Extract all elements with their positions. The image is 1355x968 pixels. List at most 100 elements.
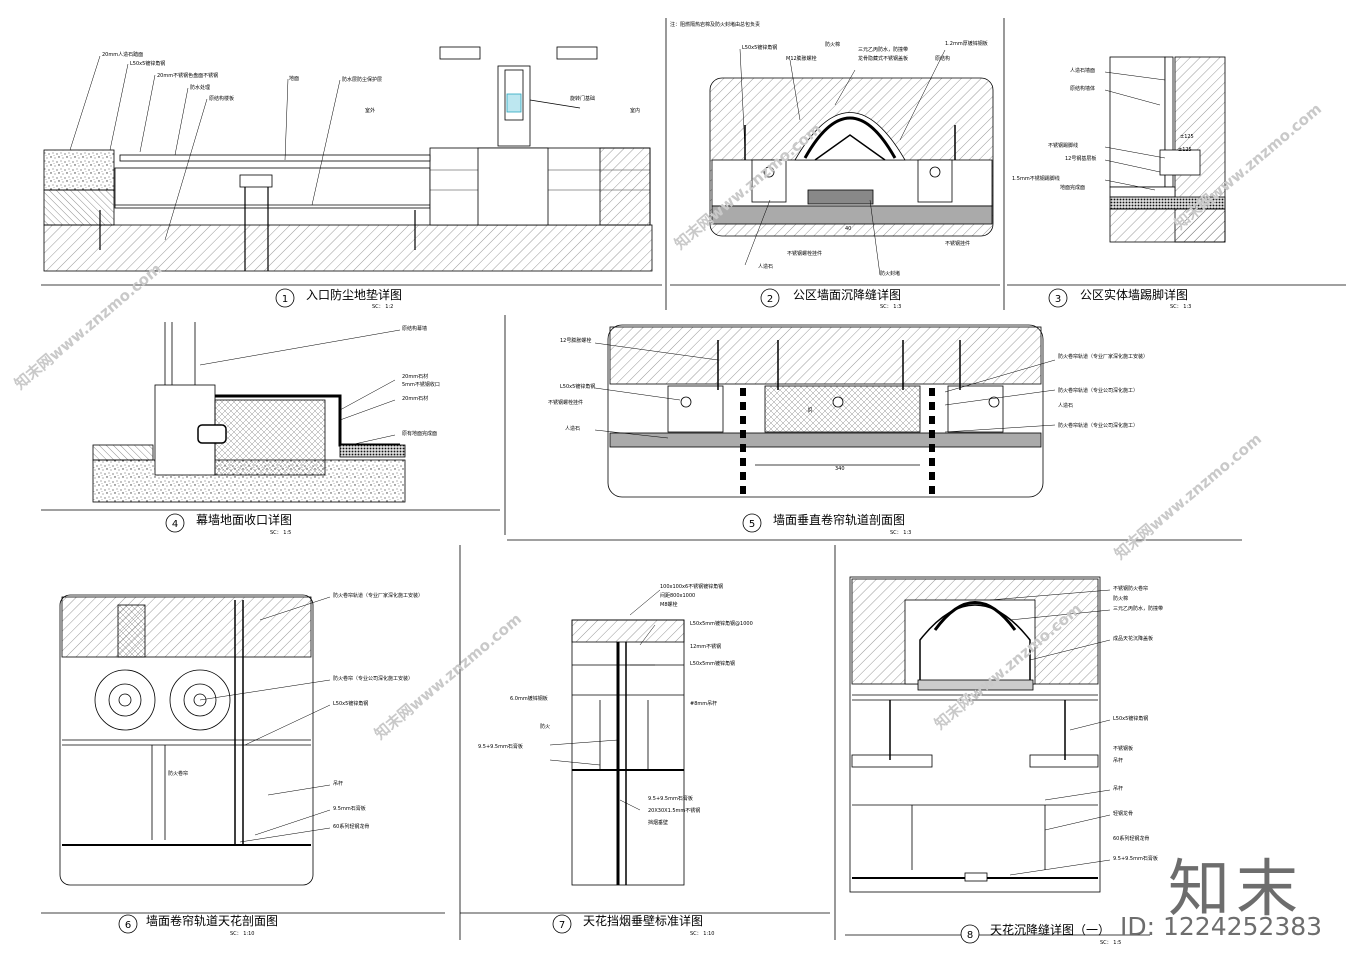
annotation-label: 防水层防尘保护层	[342, 76, 382, 83]
dimension-label: ±125	[1178, 147, 1192, 153]
annotation-label: 地面完成面	[1060, 184, 1085, 191]
annotation-label: 旋转门基础	[570, 95, 595, 102]
detail-3-title: 公区实体墙踢脚详图	[1080, 287, 1188, 302]
detail-2-scale: SC： 1:3	[880, 304, 901, 310]
annotation-label: 防火封堵	[880, 270, 900, 277]
annotation-label: 三元乙丙防水，防撞带	[858, 46, 908, 53]
detail-5-scale: SC： 1:3	[890, 530, 911, 536]
annotation-label: 9.5+9.5mm石膏板	[648, 795, 693, 802]
annotation-label: #8mm吊杆	[690, 700, 717, 707]
brand-logo: 知末	[1168, 852, 1305, 925]
annotation-label: 防火	[540, 723, 550, 730]
annotation-label: 60系列轻钢龙骨	[333, 823, 369, 830]
dimension-labels: 40 340 35 ±125	[808, 147, 1192, 472]
annotation-labels: 20mm人造石踏面 L50x5镀锌角钢 20mm不锈钢色盘面不锈钢 防水处理 原…	[102, 21, 1194, 862]
annotation-label: L50x5镀锌角钢	[130, 60, 165, 67]
annotation-label: 20mm石材	[402, 373, 428, 380]
annotation-label: L50x5镀锌角钢	[333, 700, 368, 707]
detail-8-drawing	[849, 576, 1101, 893]
annotation-label: M12膨胀螺栓	[786, 55, 817, 62]
detail-7-title: 天花挡烟垂壁标准详图	[583, 913, 703, 928]
detail-8-title: 天花沉降缝详图（一）	[990, 922, 1110, 937]
annotation-label: 60系列轻钢龙骨	[1113, 835, 1149, 842]
detail-5-title: 墙面垂直卷帘轨道剖面图	[773, 512, 905, 527]
detail-4-number: 4	[172, 519, 178, 530]
detail-1-number: 1	[282, 294, 288, 305]
dimension-label: 35	[808, 407, 814, 413]
annotation-label: 龙骨隐藏式不锈钢盖板	[858, 55, 908, 62]
annotation-label: 不锈钢防火卷帘	[1113, 585, 1148, 592]
annotation-label: 20mm石材	[402, 395, 428, 402]
annotation-label: 6.0mm镀锌钢板	[510, 695, 548, 702]
annotation-label: 100x100x6不锈钢镀锌角钢	[660, 583, 723, 590]
detail-7-scale: SC： 1:10	[690, 931, 714, 937]
detail-2-number: 2	[767, 294, 773, 305]
detail-1-drawing	[43, 46, 653, 272]
annotation-label: 1.2mm厚镀锌钢板	[945, 40, 988, 47]
annotation-label: 原有地面完成面	[402, 430, 437, 437]
detail-3-scale: SC： 1:3	[1170, 304, 1191, 310]
annotation-label: 室内	[630, 107, 640, 114]
detail-6-number: 6	[125, 920, 131, 931]
dimension-label: 40	[845, 226, 851, 232]
annotation-label: 12mm不锈钢	[690, 643, 721, 650]
annotation-label: 人造石	[758, 263, 773, 270]
caption-texts: 1 入口防尘地垫详图 SC： 1:2 2 公区墙面沉降缝详图 SC： 1:3 3…	[125, 287, 1192, 946]
annotation-label: 防火卷帘	[168, 770, 188, 777]
annotation-label: 吊杆	[1113, 757, 1123, 764]
detail-4-title: 幕墙地面收口详图	[196, 512, 292, 527]
annotation-label: 吊杆	[1113, 785, 1123, 792]
annotation-label: 12号钢基层板	[1065, 155, 1096, 162]
brand-id-label: ID: 1224252383	[1120, 912, 1323, 941]
detail-6-drawing	[59, 594, 314, 886]
annotation-label: 地面	[289, 75, 299, 82]
detail-1-scale: SC： 1:2	[372, 304, 393, 310]
detail-4-scale: SC： 1:5	[270, 530, 291, 536]
annotation-label: 5mm不锈钢收口	[402, 381, 440, 388]
detail-8-number: 8	[967, 930, 973, 941]
annotation-label: M8螺栓	[660, 601, 678, 608]
leader-lines	[69, 48, 1166, 876]
detail-3-number: 3	[1055, 294, 1061, 305]
annotation-label: 不锈钢板	[1113, 745, 1133, 752]
watermark-text: 知末网www.znzmo.com	[11, 260, 165, 393]
annotation-label: 防火棉	[1113, 595, 1128, 602]
panel-frames	[41, 18, 1346, 940]
detail-4-drawing	[92, 322, 406, 503]
detail-5-number: 5	[749, 519, 755, 530]
detail-7-drawing	[571, 619, 685, 886]
detail-8-scale: SC： 1:5	[1100, 940, 1121, 946]
annotation-label: 9.5+9.5mm石膏板	[1113, 855, 1158, 862]
annotation-label: 不锈钢踢脚线	[1048, 142, 1078, 149]
annotation-label: 防火卷帘轨道（专业公司深化施工）	[1058, 422, 1138, 429]
annotation-label: 挡烟垂壁	[648, 819, 668, 826]
caption-circles	[118, 288, 1068, 944]
detail-2-title: 公区墙面沉降缝详图	[793, 287, 901, 302]
detail-5-drawing	[607, 324, 1044, 498]
annotation-label: 不锈钢挂件	[945, 240, 970, 247]
dimension-label: 340	[835, 466, 845, 472]
annotation-label: 不锈钢螺栓挂件	[548, 399, 583, 406]
annotation-label: 人造石	[1058, 402, 1073, 409]
annotation-label: 三元乙丙防水，防撞带	[1113, 605, 1163, 612]
detail-3-drawing	[1109, 56, 1226, 243]
annotation-label: 防火卷帘轨道（专业公司深化施工）	[1058, 387, 1138, 394]
annotation-label: 吊杆	[333, 780, 343, 787]
annotation-label: 12号膨胀螺栓	[560, 337, 591, 344]
annotation-label: L50x5镀锌角钢	[1113, 715, 1148, 722]
annotation-label: 防火卷帘轨道（专业厂家深化施工安装）	[1058, 353, 1148, 360]
annotation-label: 防水处理	[190, 84, 210, 91]
annotation-label: 不锈钢螺栓挂件	[787, 250, 822, 257]
annotation-label: 间距800x1000	[660, 592, 695, 599]
detail-6-scale: SC： 1:10	[230, 931, 254, 937]
annotation-label: 人造石墙面	[1070, 67, 1095, 74]
annotation-label: 原结构	[935, 55, 950, 62]
detail-7-number: 7	[559, 920, 565, 931]
annotation-label: 1.5mm不锈钢踢脚线	[1012, 175, 1060, 182]
annotation-label: 轻钢龙骨	[1113, 810, 1133, 817]
detail-1-title: 入口防尘地垫详图	[306, 287, 402, 302]
annotation-label: L50x5镀锌角钢	[742, 44, 777, 51]
annotation-label: L50x5mm镀锌角钢	[690, 660, 735, 667]
annotation-label: 原结构幕墙	[402, 325, 427, 332]
